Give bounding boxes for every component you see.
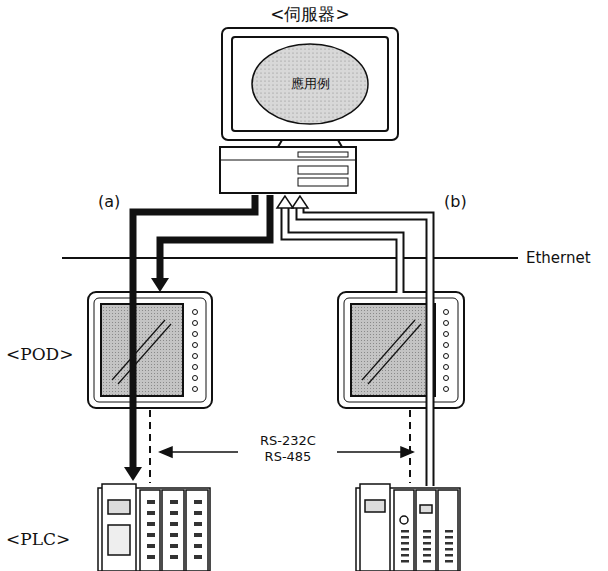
interface-label: RS-232C RS-485 bbox=[252, 433, 324, 466]
pod-panel bbox=[338, 292, 464, 408]
pod-buttons bbox=[193, 310, 198, 392]
plc-rack bbox=[356, 484, 460, 571]
plc-rack bbox=[98, 484, 210, 571]
server-computer bbox=[220, 28, 398, 193]
network-label: Ethernet bbox=[526, 249, 591, 268]
pod-buttons bbox=[444, 310, 449, 392]
pod-node: <POD> bbox=[4, 292, 212, 408]
data-arrow bbox=[124, 195, 255, 481]
path-label: (b) bbox=[444, 192, 467, 212]
serial-line bbox=[149, 410, 151, 483]
node-label: <PLC> bbox=[6, 529, 70, 549]
node-label: <POD> bbox=[6, 344, 74, 364]
serial-line bbox=[409, 410, 411, 483]
plc-terminals bbox=[401, 530, 453, 563]
plc-node: <PLC> bbox=[4, 481, 212, 571]
server-node: <伺服器> 應用例 bbox=[212, 2, 408, 195]
screen-text: 應用例 bbox=[291, 76, 330, 92]
plc-terminals bbox=[147, 500, 202, 559]
node-label: <伺服器> bbox=[270, 4, 350, 24]
pod-panel bbox=[88, 292, 212, 408]
path-label: (a) bbox=[98, 192, 120, 212]
